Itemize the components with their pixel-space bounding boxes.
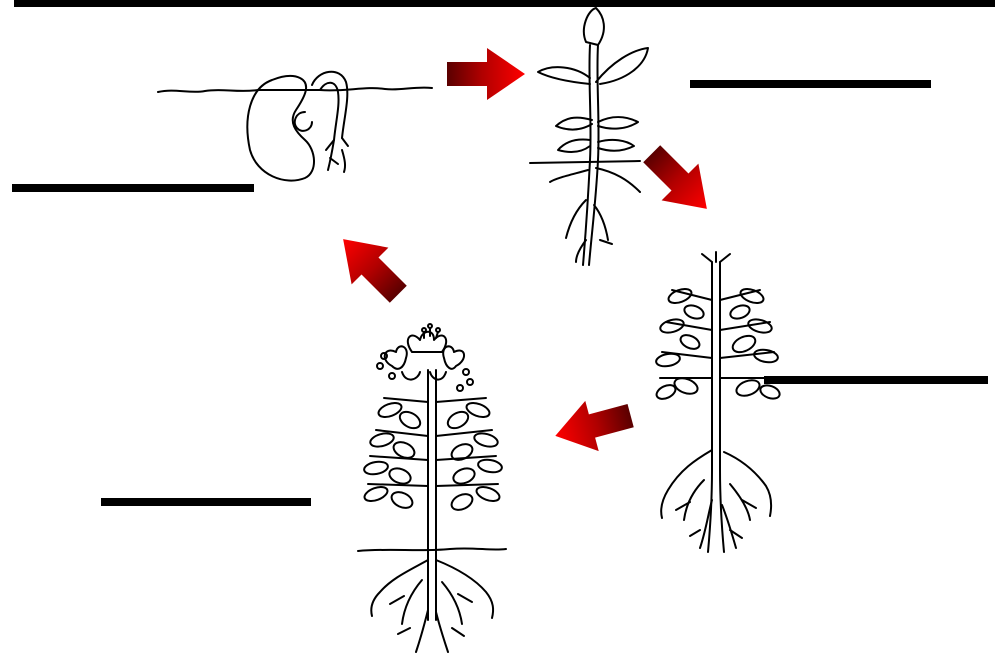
label-blank-flowering-plant [101, 498, 311, 506]
top-border [14, 0, 995, 7]
label-blank-seed [12, 184, 254, 192]
arrow-seed-to-seedling [447, 48, 525, 100]
flowering-plant-stage-illustration [358, 324, 506, 652]
arrow-seedling-to-young-plant [633, 135, 725, 227]
seedling-stage-illustration [530, 8, 648, 265]
seed-stage-illustration [158, 72, 432, 181]
label-blank-young-plant [764, 376, 988, 384]
young-plant-stage-illustration [654, 252, 781, 552]
label-blank-seedling [690, 80, 931, 88]
arrow-flowering-to-seed [325, 221, 417, 313]
arrow-young-plant-to-flowering [549, 391, 638, 461]
